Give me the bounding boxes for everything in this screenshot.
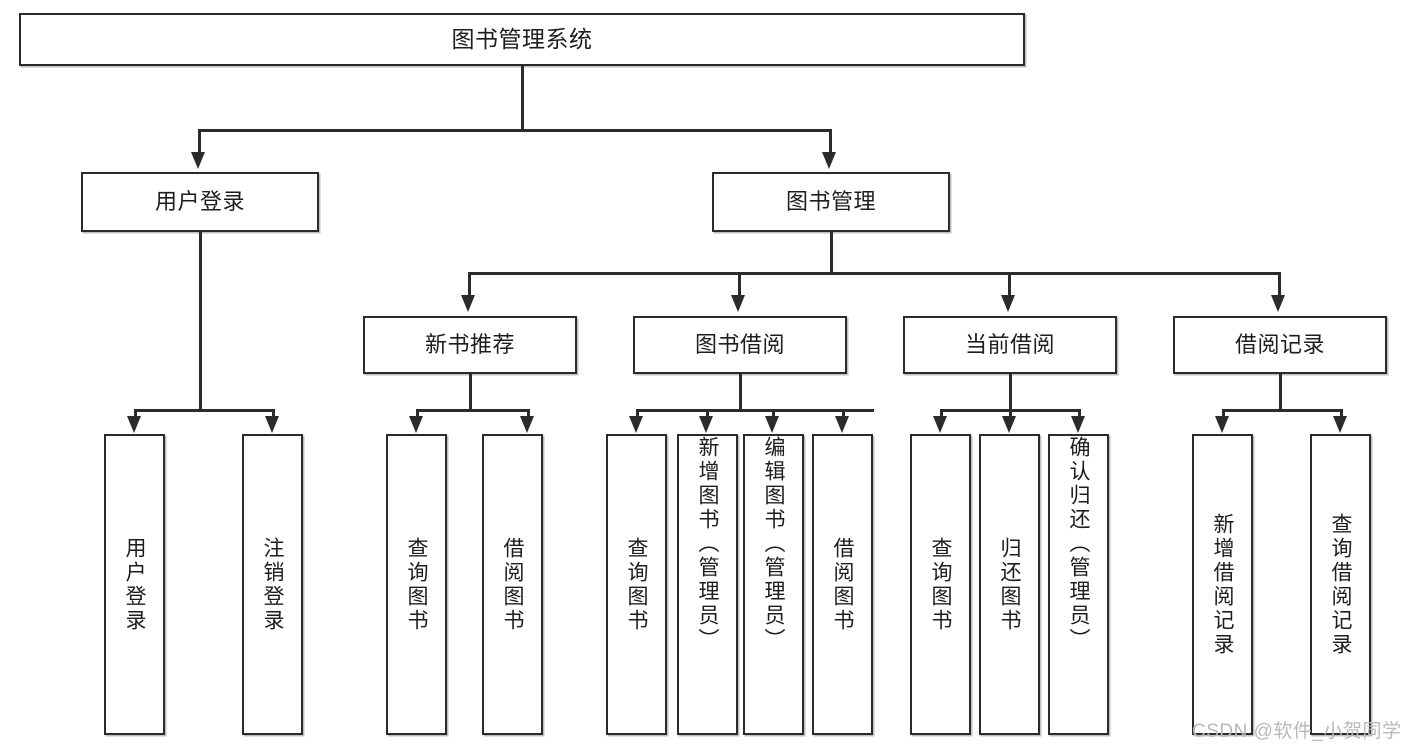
connector-borrow-record-stem: [1279, 374, 1282, 410]
connector-drop-leaf-borrow-query-book: [636, 409, 639, 419]
node-label: 借阅图书: [501, 536, 524, 633]
arrowhead-leaf-borrow-query-book: [629, 416, 643, 433]
connector-drop-book-borrow: [738, 272, 741, 298]
connector-borrow-record-bus: [1222, 409, 1342, 412]
arrowhead-current-borrow: [1001, 295, 1015, 312]
connector-drop-leaf-rec-query-book: [416, 409, 419, 419]
connector-drop-leaf-cur-confirm-return: [1078, 409, 1081, 419]
arrowhead-borrow-record: [1271, 295, 1285, 312]
arrowhead-leaf-user-logout: [265, 416, 279, 433]
node-root-system[interactable]: 图书管理系统: [19, 13, 1025, 66]
connector-new-book-rec-stem: [469, 374, 472, 410]
arrowhead-leaf-cur-query-book: [933, 416, 947, 433]
node-label: 查询图书: [405, 536, 428, 633]
connector-book-manage-bus: [468, 272, 1280, 275]
connector-drop-leaf-rec-add-record: [1222, 409, 1225, 419]
connector-drop-leaf-rec-query-record: [1340, 409, 1343, 419]
node-leaf-user-login[interactable]: 用户登录: [104, 434, 165, 735]
arrowhead-book-manage: [822, 152, 836, 169]
arrowhead-leaf-rec-borrow-book: [520, 416, 534, 433]
connector-book-borrow-stem: [739, 374, 742, 410]
node-leaf-user-logout[interactable]: 注销登录: [242, 434, 303, 735]
connector-drop-new-book-rec: [468, 272, 471, 298]
node-label: 编辑图书（管理员）: [762, 436, 785, 652]
connector-user-login-stem: [199, 232, 202, 411]
connector-book-borrow-bus: [636, 409, 874, 412]
connector-current-borrow-stem: [1009, 374, 1012, 410]
arrowhead-user-login: [191, 152, 205, 169]
node-label: 用户登录: [123, 536, 146, 633]
node-new-book-rec[interactable]: 新书推荐: [363, 316, 577, 374]
connector-drop-leaf-borrow-edit-book: [772, 409, 775, 419]
node-user-login[interactable]: 用户登录: [81, 172, 319, 232]
connector-drop-borrow-record: [1278, 272, 1281, 298]
node-label: 图书管理系统: [451, 26, 593, 53]
arrowhead-new-book-rec: [461, 295, 475, 312]
node-book-manage[interactable]: 图书管理: [712, 172, 950, 232]
arrowhead-leaf-user-login: [127, 416, 141, 433]
arrowhead-leaf-borrow-borrow-book: [835, 416, 849, 433]
node-label: 图书借阅: [694, 332, 785, 358]
connector-drop-leaf-user-login: [134, 409, 137, 419]
connector-new-book-rec-bus: [416, 409, 529, 412]
connector-drop-book-manage: [829, 129, 832, 155]
node-label: 查询图书: [625, 536, 648, 633]
connector-drop-leaf-rec-borrow-book: [527, 409, 530, 419]
arrowhead-leaf-borrow-add-book: [699, 416, 713, 433]
node-leaf-rec-query-book[interactable]: 查询图书: [386, 434, 447, 735]
connector-drop-leaf-cur-query-book: [940, 409, 943, 419]
connector-book-manage-stem: [830, 232, 833, 274]
node-leaf-cur-return-book[interactable]: 归还图书: [979, 434, 1040, 735]
connector-root-bus: [198, 129, 832, 132]
arrowhead-leaf-cur-return-book: [1002, 416, 1016, 433]
node-label: 确认归还（管理员）: [1067, 436, 1090, 652]
node-leaf-borrow-query-book[interactable]: 查询图书: [606, 434, 667, 735]
connector-drop-leaf-cur-return-book: [1009, 409, 1012, 419]
node-label: 新增图书（管理员）: [696, 436, 719, 652]
connector-drop-current-borrow: [1008, 272, 1011, 298]
node-label: 借阅图书: [831, 536, 854, 633]
node-leaf-rec-query-record[interactable]: 查询借阅记录: [1310, 434, 1371, 735]
node-label: 查询图书: [929, 536, 952, 633]
node-current-borrow[interactable]: 当前借阅: [903, 316, 1117, 374]
connector-root-stem: [521, 66, 524, 130]
node-leaf-borrow-add-book[interactable]: 新增图书（管理员）: [677, 434, 738, 735]
node-label: 注销登录: [261, 536, 284, 633]
connector-drop-user-login: [198, 129, 201, 155]
node-label: 当前借阅: [964, 332, 1055, 358]
node-borrow-record[interactable]: 借阅记录: [1173, 316, 1387, 374]
node-leaf-rec-add-record[interactable]: 新增借阅记录: [1192, 434, 1253, 735]
arrowhead-leaf-borrow-edit-book: [765, 416, 779, 433]
node-leaf-borrow-borrow-book[interactable]: 借阅图书: [812, 434, 873, 735]
node-label: 新书推荐: [424, 332, 515, 358]
connector-drop-leaf-user-logout: [272, 409, 275, 419]
node-label: 用户登录: [154, 189, 245, 215]
node-book-borrow[interactable]: 图书借阅: [633, 316, 847, 374]
node-leaf-cur-query-book[interactable]: 查询图书: [910, 434, 971, 735]
arrowhead-leaf-rec-query-record: [1333, 416, 1347, 433]
csdn-watermark: CSDN @软件_小贺同学: [1192, 721, 1402, 742]
node-label: 查询借阅记录: [1329, 512, 1352, 657]
arrowhead-book-borrow: [731, 295, 745, 312]
node-label: 图书管理: [785, 189, 876, 215]
node-leaf-rec-borrow-book[interactable]: 借阅图书: [482, 434, 543, 735]
connector-drop-leaf-borrow-add-book: [706, 409, 709, 419]
connector-user-login-bus: [134, 409, 274, 412]
node-leaf-cur-confirm-return[interactable]: 确认归还（管理员）: [1048, 434, 1109, 735]
node-label: 归还图书: [998, 536, 1021, 633]
arrowhead-leaf-rec-query-book: [409, 416, 423, 433]
node-label: 借阅记录: [1234, 332, 1325, 358]
arrowhead-leaf-cur-confirm-return: [1071, 416, 1085, 433]
node-label: 新增借阅记录: [1211, 512, 1234, 657]
arrowhead-leaf-rec-add-record: [1215, 416, 1229, 433]
node-leaf-borrow-edit-book[interactable]: 编辑图书（管理员）: [743, 434, 804, 735]
connector-drop-leaf-borrow-borrow-book: [842, 409, 845, 419]
